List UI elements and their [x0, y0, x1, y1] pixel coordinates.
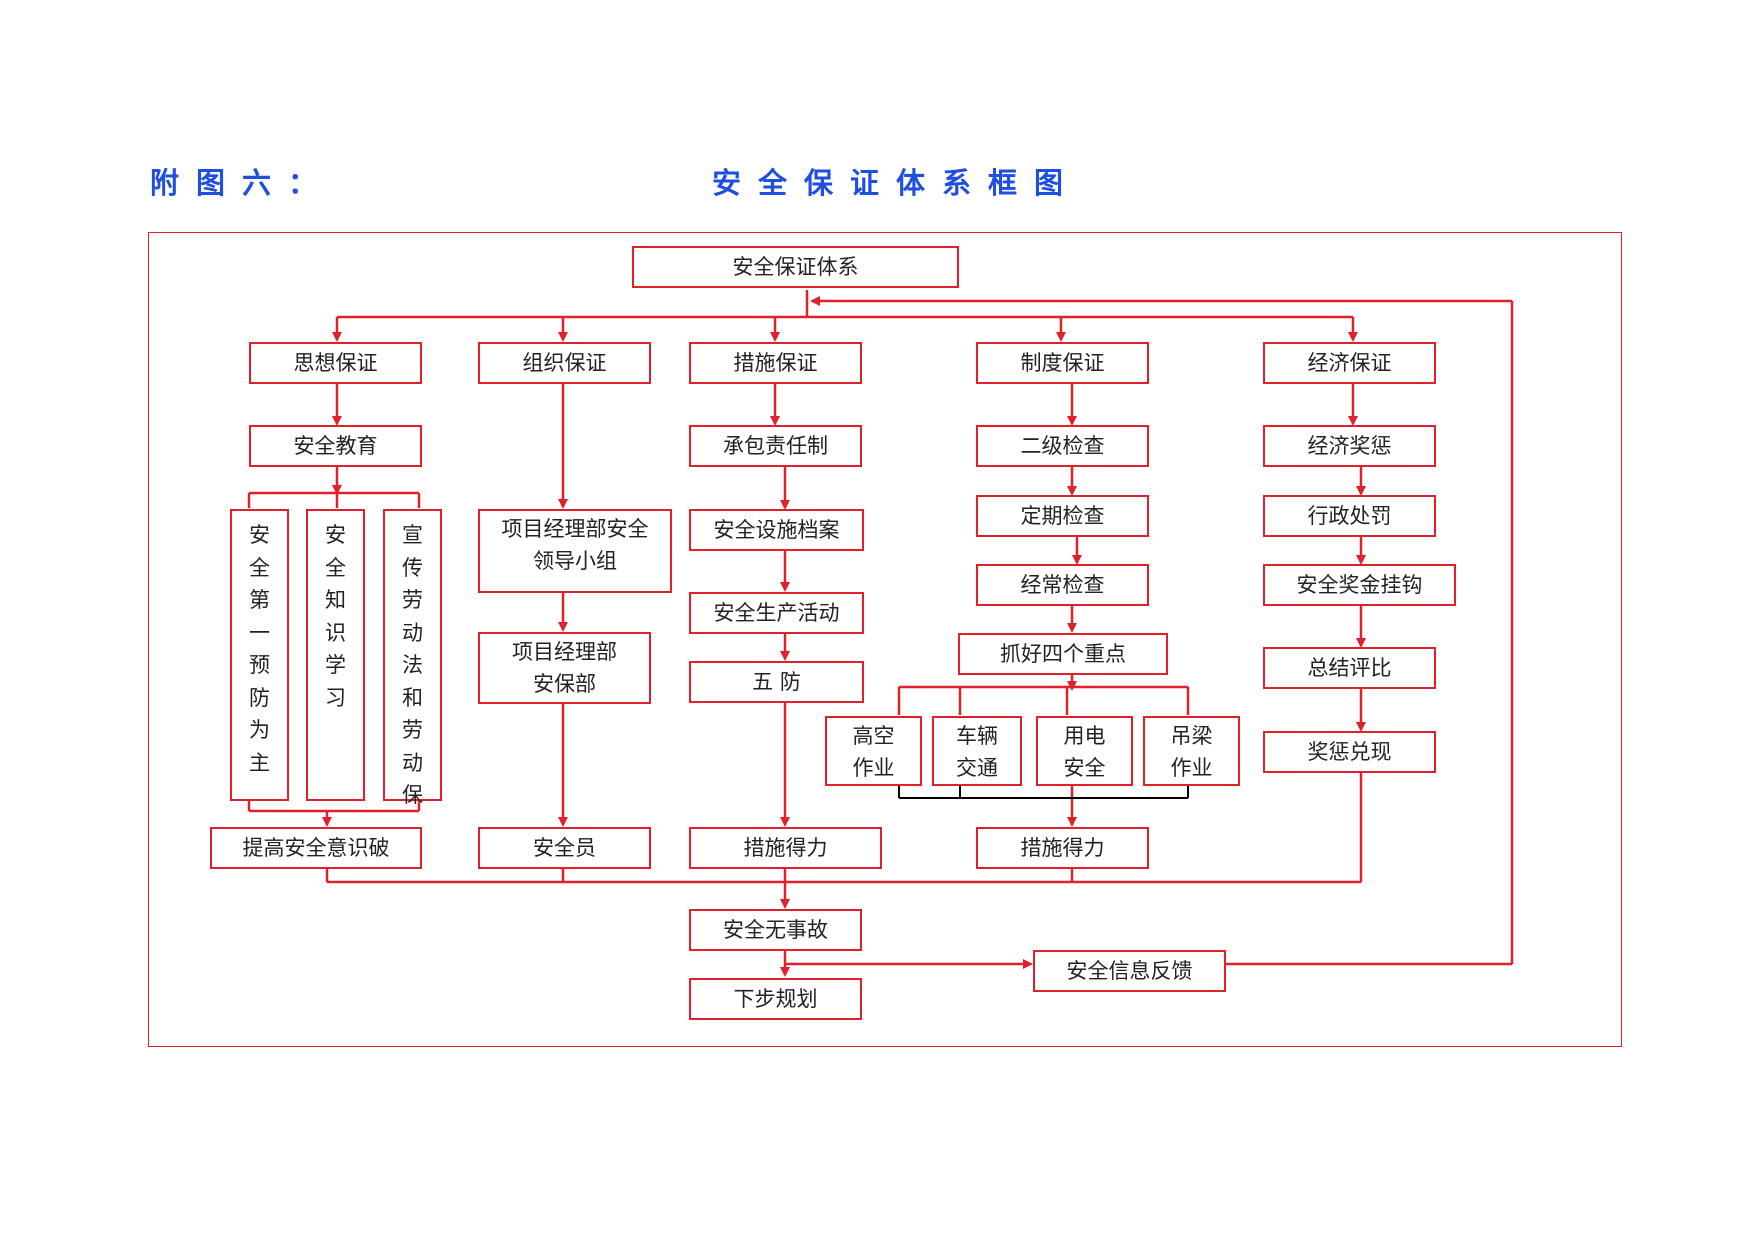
node-safety-officer: 安全员: [478, 827, 651, 869]
node-safety-knowledge: 安 全 知 识 学 习: [306, 509, 365, 801]
node-labor-law: 宣 传 劳 动 法 和 劳 动 保: [383, 509, 442, 807]
node-measures-guarantee: 措施保证: [689, 342, 862, 384]
node-organization-guarantee: 组织保证: [478, 342, 651, 384]
node-economic-rewards: 经济奖惩: [1263, 425, 1436, 467]
node-vehicle-traffic: 车辆 交通: [932, 716, 1022, 786]
node-safety-production-activity: 安全生产活动: [689, 592, 864, 634]
node-safety-feedback: 安全信息反馈: [1033, 950, 1226, 992]
node-beam-lifting-work: 吊梁 作业: [1143, 716, 1240, 786]
figure-label: 附图六：: [150, 166, 335, 200]
node-summary-evaluation: 总结评比: [1263, 647, 1436, 689]
node-regular-inspection: 经常检查: [976, 564, 1149, 606]
node-two-level-inspection: 二级检查: [976, 425, 1149, 467]
node-system-guarantee: 制度保证: [976, 342, 1149, 384]
node-thought-guarantee: 思想保证: [249, 342, 422, 384]
node-measures-effective-1: 措施得力: [689, 827, 882, 869]
node-safety-facility-archive: 安全设施档案: [689, 509, 864, 551]
node-leading-group: 项目经理部安全 领导小组: [478, 509, 672, 593]
diagram-frame: [148, 232, 1622, 1047]
node-no-accidents: 安全无事故: [689, 909, 862, 951]
node-economy-guarantee: 经济保证: [1263, 342, 1436, 384]
node-four-key-points: 抓好四个重点: [958, 633, 1168, 675]
node-bonus-linkage: 安全奖金挂钩: [1263, 564, 1456, 606]
node-reward-fulfillment: 奖惩兑现: [1263, 731, 1436, 773]
node-high-altitude-work: 高空 作业: [825, 716, 922, 786]
node-five-preventions: 五 防: [689, 661, 864, 703]
node-raise-awareness: 提高安全意识破: [210, 827, 422, 869]
node-safety-department: 项目经理部 安保部: [478, 632, 651, 704]
node-periodic-inspection: 定期检查: [976, 495, 1149, 537]
root-node: 安全保证体系: [632, 246, 959, 288]
node-safety-first: 安 全 第 一 预 防 为 主: [230, 509, 289, 801]
node-measures-effective-2: 措施得力: [976, 827, 1149, 869]
node-administrative-penalty: 行政处罚: [1263, 495, 1436, 537]
node-next-plan: 下步规划: [689, 978, 862, 1020]
page-title: 安全保证体系框图: [712, 166, 1081, 200]
node-safety-education: 安全教育: [249, 425, 422, 467]
node-contract-responsibility: 承包责任制: [689, 425, 862, 467]
node-electrical-safety: 用电 安全: [1036, 716, 1133, 786]
